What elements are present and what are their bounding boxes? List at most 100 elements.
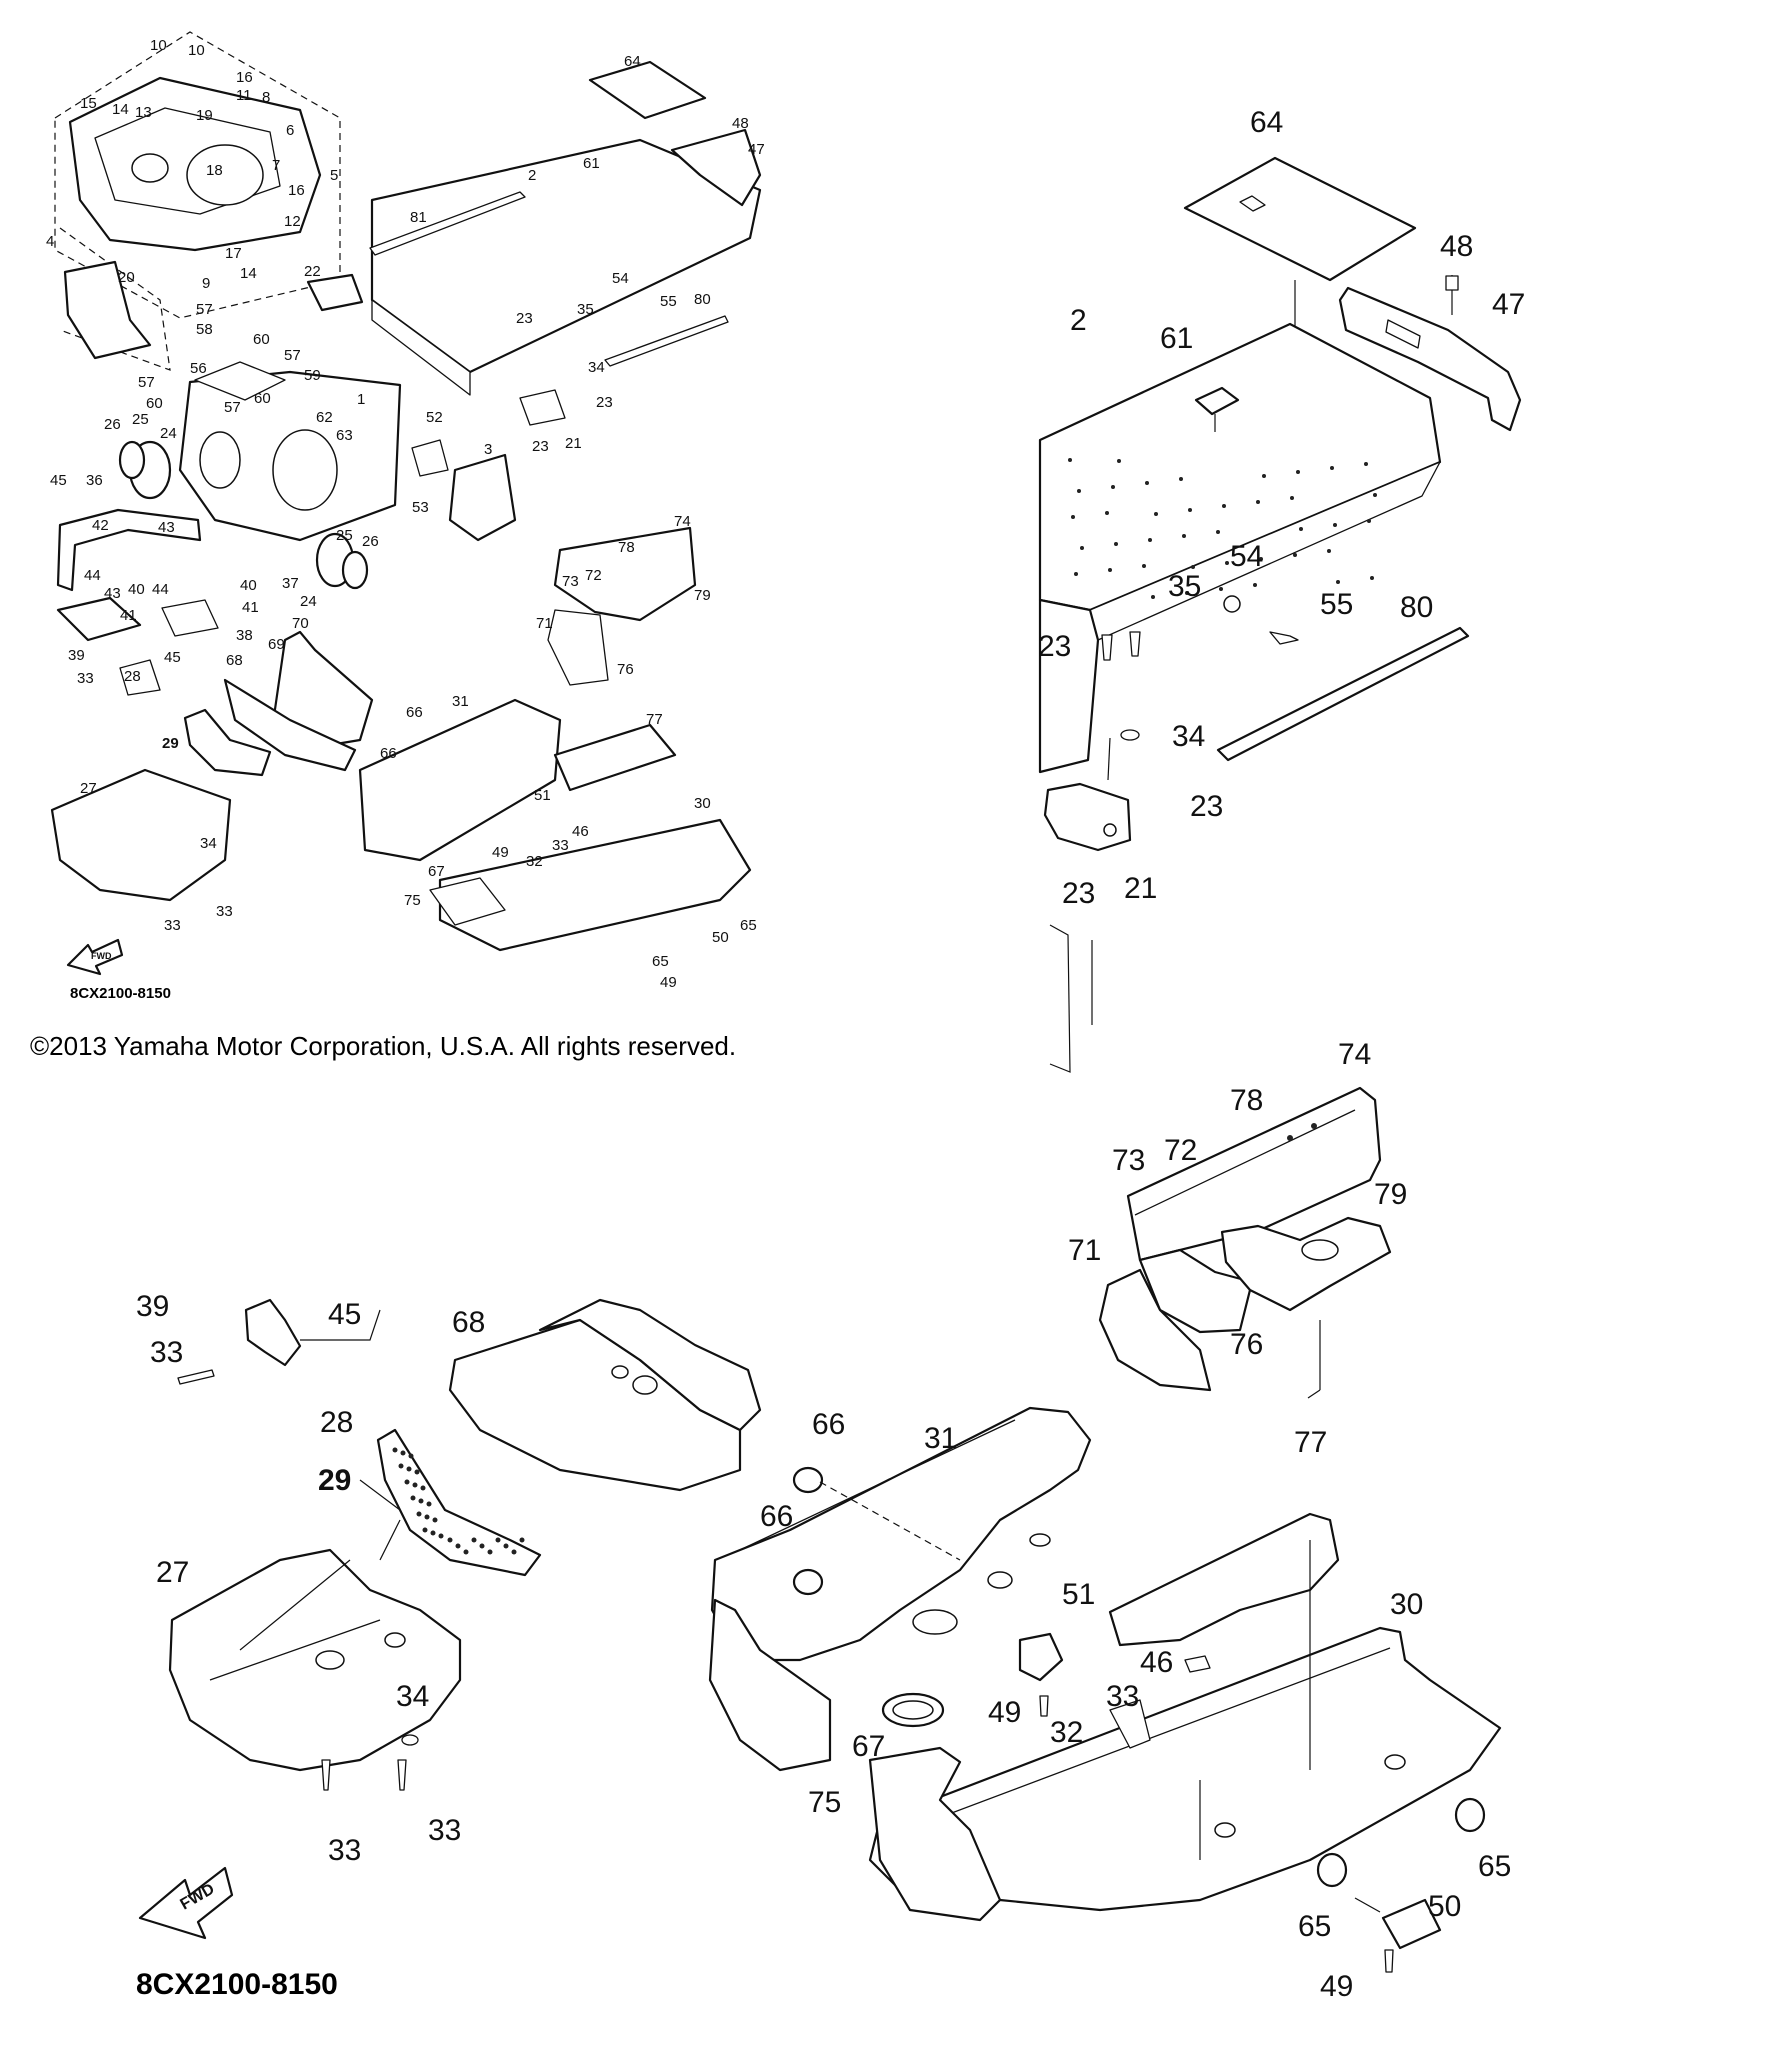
callout-lr-65b: 65 [1478, 1850, 1511, 1883]
callout-ov-57a: 57 [196, 301, 213, 318]
grate-hole [503, 1543, 509, 1549]
callout-ll-28: 28 [320, 1406, 353, 1439]
grate-hole [416, 1511, 422, 1517]
callout-ov-46: 46 [572, 823, 589, 840]
callout-ov-31: 31 [452, 693, 469, 710]
callout-ov-80: 80 [694, 291, 711, 308]
rivet-dot [1080, 546, 1084, 550]
grate-hole [418, 1498, 424, 1504]
grate-hole [408, 1453, 414, 1459]
callout-ur-54: 54 [1230, 540, 1263, 573]
callout-ov-10a: 10 [150, 37, 167, 54]
grate-hole [410, 1495, 416, 1501]
rivet-dot [1111, 485, 1115, 489]
callout-ov-1: 1 [357, 391, 365, 408]
callout-ov-64: 64 [624, 53, 641, 70]
callout-lr-79: 79 [1374, 1178, 1407, 1211]
callout-ov-17: 17 [225, 245, 242, 262]
rivet-dot [1114, 542, 1118, 546]
callout-ur-80: 80 [1400, 591, 1433, 624]
callout-lr-74: 74 [1338, 1038, 1371, 1071]
callout-ov-63: 63 [336, 427, 353, 444]
rivet-dot [1225, 561, 1229, 565]
callout-ov-22: 22 [304, 263, 321, 280]
rivet-dot [1370, 576, 1374, 580]
rivet-dot [1290, 496, 1294, 500]
rivet-dot [1117, 459, 1121, 463]
callout-ov-33c: 33 [164, 917, 181, 934]
callout-ov-26b: 26 [362, 533, 379, 550]
callout-ov-59: 59 [304, 367, 321, 384]
callout-ov-34b: 34 [200, 835, 217, 852]
grate-hole [487, 1549, 493, 1555]
rivet-dot [1259, 557, 1263, 561]
callout-ov-4: 4 [46, 233, 54, 250]
callout-ov-2: 2 [528, 167, 536, 184]
callout-ov-41b: 41 [120, 607, 137, 624]
callout-lr-72: 72 [1164, 1134, 1197, 1167]
callout-ll-45: 45 [328, 1298, 361, 1331]
callout-ov-51: 51 [534, 787, 551, 804]
grate-hole [426, 1501, 432, 1507]
callout-ov-15: 15 [80, 95, 97, 112]
rivet-dot [1336, 580, 1340, 584]
rivet-dot [1330, 466, 1334, 470]
callout-ov-57d: 57 [224, 399, 241, 416]
callout-ov-56: 56 [190, 360, 207, 377]
callout-ov-70: 70 [292, 615, 309, 632]
grate-hole [438, 1533, 444, 1539]
callout-ov-75: 75 [404, 892, 421, 909]
grate-hole [424, 1514, 430, 1520]
callout-ov-26a: 26 [104, 416, 121, 433]
callout-ov-55: 55 [660, 293, 677, 310]
callout-ov-14b: 14 [240, 265, 257, 282]
rivet-dot [1145, 481, 1149, 485]
grate-hole [398, 1463, 404, 1469]
callout-ov-37: 37 [282, 575, 299, 592]
rivet-dot [1182, 534, 1186, 538]
callout-lr-67: 67 [852, 1730, 885, 1763]
callout-ov-62: 62 [316, 409, 333, 426]
callout-ov-42: 42 [92, 517, 109, 534]
grate-hole [447, 1537, 453, 1543]
callout-ov-81: 81 [410, 209, 427, 226]
callout-ov-79: 79 [694, 587, 711, 604]
grate-hole [406, 1466, 412, 1472]
copyright-notice: ©2013 Yamaha Motor Corporation, U.S.A. A… [30, 1031, 737, 1061]
callout-ov-69: 69 [268, 636, 285, 653]
fwd-arrow-large: FWD [138, 1866, 234, 1940]
grate-hole [414, 1469, 420, 1475]
rivet-dot [1373, 493, 1377, 497]
callout-ov-52: 52 [426, 409, 443, 426]
callout-ll-39: 39 [136, 1290, 169, 1323]
callout-ov-78: 78 [618, 539, 635, 556]
callout-ov-32: 32 [526, 853, 543, 870]
callout-ov-20: 20 [118, 269, 135, 286]
callout-ov-39: 39 [68, 647, 85, 664]
callout-ov-68: 68 [226, 652, 243, 669]
rivet-dot [1154, 512, 1158, 516]
callout-ov-38: 38 [236, 627, 253, 644]
rivet-dot [1188, 508, 1192, 512]
callout-ov-40a: 40 [240, 577, 257, 594]
diagram-code-large: 8CX2100-8150 [136, 1968, 338, 2001]
callout-ov-45a: 45 [50, 472, 67, 489]
rivet-dot [1105, 511, 1109, 515]
callout-ur-34: 34 [1172, 720, 1205, 753]
callout-ov-47: 47 [748, 141, 765, 158]
callout-lr-50: 50 [1428, 1890, 1461, 1923]
callout-ov-16a: 16 [236, 69, 253, 86]
callout-lr-75: 75 [808, 1786, 841, 1819]
callout-ov-23b: 23 [596, 394, 613, 411]
callout-lr-30: 30 [1390, 1588, 1423, 1621]
callout-ur-64: 64 [1250, 106, 1283, 139]
grate-hole [463, 1549, 469, 1555]
callout-ur-55: 55 [1320, 588, 1353, 621]
grate-hole [400, 1450, 406, 1456]
callout-ov-57c: 57 [138, 374, 155, 391]
callout-ur-2: 2 [1070, 304, 1087, 337]
rivet-dot [1151, 595, 1155, 599]
callout-ov-30: 30 [694, 795, 711, 812]
